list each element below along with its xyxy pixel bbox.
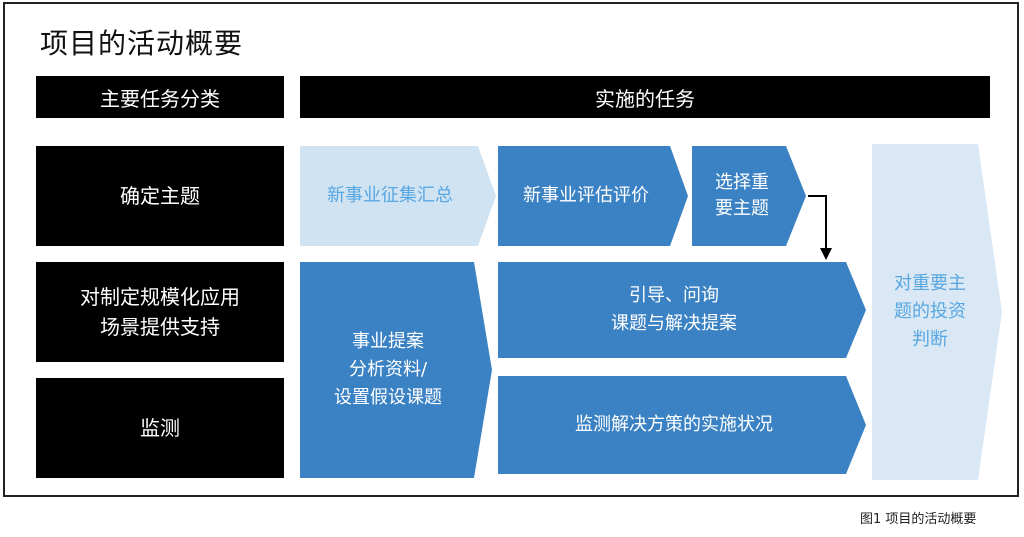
task-monitor-shape [498,376,866,474]
task-evaluate-label: 新事业评估评价 [523,185,649,206]
task-collect-shape [300,146,496,246]
task-invest-shape [872,144,1002,480]
connector-arrowhead [820,248,832,260]
category-monitoring: 监测 [36,378,284,478]
connector-line [808,195,827,250]
task-evaluate-shape [498,146,688,246]
page-title: 项目的活动概要 [40,27,244,60]
task-select-shape [692,146,806,246]
header-main-task-category: 主要任务分类 [36,76,284,118]
task-invest-label: 对重要主 题的投资 判断 [894,273,966,350]
header-implemented-tasks: 实施的任务 [300,76,990,118]
task-guide-label: 引导、问询 课题与解决提案 [611,285,737,334]
category-scaling-support: 对制定规模化应用 场景提供支持 [36,262,284,362]
task-proposal-label: 事业提案 分析资料/ 设置假设课题 [334,331,442,408]
figure-caption: 图1 项目的活动概要 [860,512,977,527]
category-determine-theme: 确定主题 [36,146,284,246]
task-monitor-label: 监测解决方策的实施状况 [575,414,773,435]
task-collect-label: 新事业征集汇总 [327,185,453,206]
task-select-label: 选择重 要主题 [715,172,769,219]
task-guide-shape [498,262,866,358]
task-proposal-shape [300,262,492,478]
